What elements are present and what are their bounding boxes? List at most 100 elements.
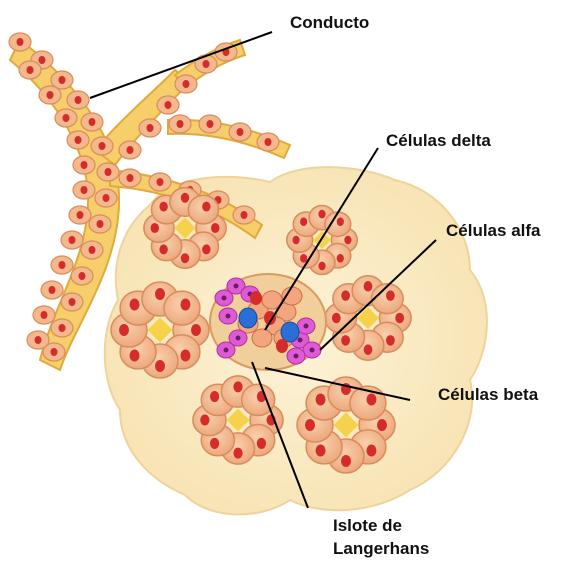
nucleus	[364, 344, 373, 355]
nucleus	[202, 202, 210, 212]
nucleus	[257, 438, 266, 449]
nucleus	[395, 313, 404, 324]
nucleus	[59, 261, 66, 269]
nucleus	[224, 348, 229, 353]
nucleus	[341, 290, 350, 301]
acinus	[325, 276, 411, 360]
nucleus	[51, 348, 58, 356]
nucleus	[103, 194, 110, 202]
nucleus	[180, 299, 190, 311]
nucleus	[75, 136, 82, 144]
nucleus	[250, 291, 262, 305]
nucleus	[130, 349, 140, 361]
nucleus	[265, 138, 272, 146]
nucleus	[234, 284, 239, 289]
label-celulas-beta: Células beta	[438, 384, 538, 407]
nucleus	[81, 161, 88, 169]
nucleus	[222, 296, 227, 301]
nucleus	[177, 120, 184, 128]
nucleus	[377, 419, 387, 431]
nucleus	[366, 394, 376, 406]
nucleus	[81, 186, 88, 194]
nucleus	[39, 56, 46, 64]
nucleus	[226, 314, 231, 319]
nucleus	[127, 174, 134, 182]
nucleus	[159, 244, 167, 254]
nucleus	[233, 448, 242, 459]
nucleus	[241, 211, 248, 219]
nucleus	[35, 336, 42, 344]
nucleus	[318, 262, 325, 271]
nucleus	[364, 281, 373, 292]
nucleus	[180, 349, 190, 361]
delta-cell	[281, 322, 299, 342]
nucleus	[181, 193, 189, 203]
nucleus	[316, 444, 326, 456]
nucleus	[49, 286, 56, 294]
islet-of-langerhans	[210, 274, 326, 370]
nucleus	[341, 335, 350, 346]
nucleus	[211, 223, 219, 233]
acinus	[193, 376, 283, 464]
nucleus	[89, 118, 96, 126]
nucleus	[233, 381, 242, 392]
nucleus	[191, 324, 201, 336]
nucleus	[316, 394, 326, 406]
nucleus	[337, 254, 344, 263]
nucleus	[41, 311, 48, 319]
label-islote-de-langerhans: Islote de Langerhans	[333, 515, 429, 561]
nucleus	[119, 324, 129, 336]
nucleus	[181, 253, 189, 263]
nucleus	[69, 298, 76, 306]
label-islote-line2: Langerhans	[333, 538, 429, 561]
nucleus	[17, 38, 24, 46]
nucleus	[310, 348, 315, 353]
nucleus	[337, 217, 344, 226]
acinus	[111, 282, 209, 378]
nucleus	[300, 217, 307, 226]
nucleus	[183, 80, 190, 88]
nucleus	[202, 244, 210, 254]
nucleus	[318, 210, 325, 219]
nucleus	[47, 91, 54, 99]
nucleus	[75, 96, 82, 104]
nucleus	[89, 246, 96, 254]
label-celulas-alfa: Células alfa	[446, 220, 541, 243]
nucleus	[236, 336, 241, 341]
acinus	[297, 377, 395, 473]
nucleus	[155, 288, 165, 300]
nucleus	[276, 339, 288, 353]
nucleus	[210, 438, 219, 449]
acinus	[144, 188, 226, 269]
nucleus	[207, 120, 214, 128]
nucleus	[59, 324, 66, 332]
nucleus	[386, 335, 395, 346]
nucleus	[159, 202, 167, 212]
nucleus	[127, 146, 134, 154]
nucleus	[97, 220, 104, 228]
nucleus	[305, 419, 315, 431]
nucleus	[69, 236, 76, 244]
nucleus	[147, 124, 154, 132]
nucleus	[151, 223, 159, 233]
nucleus	[210, 391, 219, 402]
label-celulas-delta: Células delta	[386, 130, 491, 153]
nucleus	[59, 76, 66, 84]
nucleus	[292, 236, 299, 245]
nucleus	[77, 211, 84, 219]
nucleus	[200, 414, 209, 425]
nucleus	[300, 254, 307, 263]
nucleus	[63, 114, 70, 122]
nucleus	[294, 354, 299, 359]
nucleus	[304, 324, 309, 329]
nucleus	[366, 444, 376, 456]
nucleus	[237, 128, 244, 136]
nucleus	[341, 455, 351, 467]
nucleus	[157, 178, 164, 186]
nucleus	[386, 290, 395, 301]
nucleus	[203, 60, 210, 68]
nucleus	[79, 272, 86, 280]
nucleus	[130, 299, 140, 311]
